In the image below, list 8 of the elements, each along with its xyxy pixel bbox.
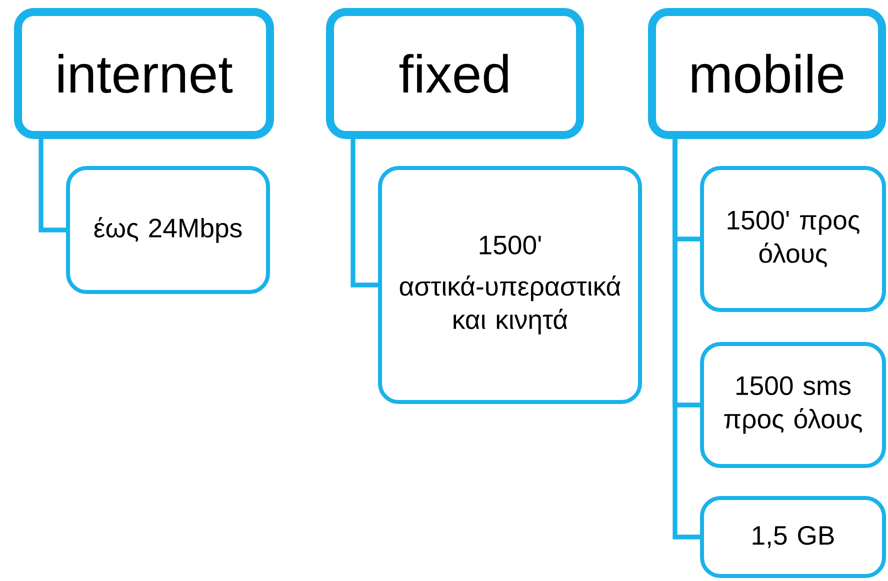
- detail-box: έως 24Mbps: [66, 166, 270, 294]
- category-box: mobile: [648, 8, 886, 139]
- detail-box: 1500 sms προς όλους: [700, 342, 886, 468]
- detail-box: 1500' προς όλους: [700, 166, 886, 312]
- category-box: fixed: [326, 8, 584, 139]
- detail-box: 1,5 GB: [700, 496, 886, 578]
- detail-box: 1500' αστικά-υπεραστικά και κινητά: [378, 166, 642, 404]
- category-box: internet: [14, 8, 274, 139]
